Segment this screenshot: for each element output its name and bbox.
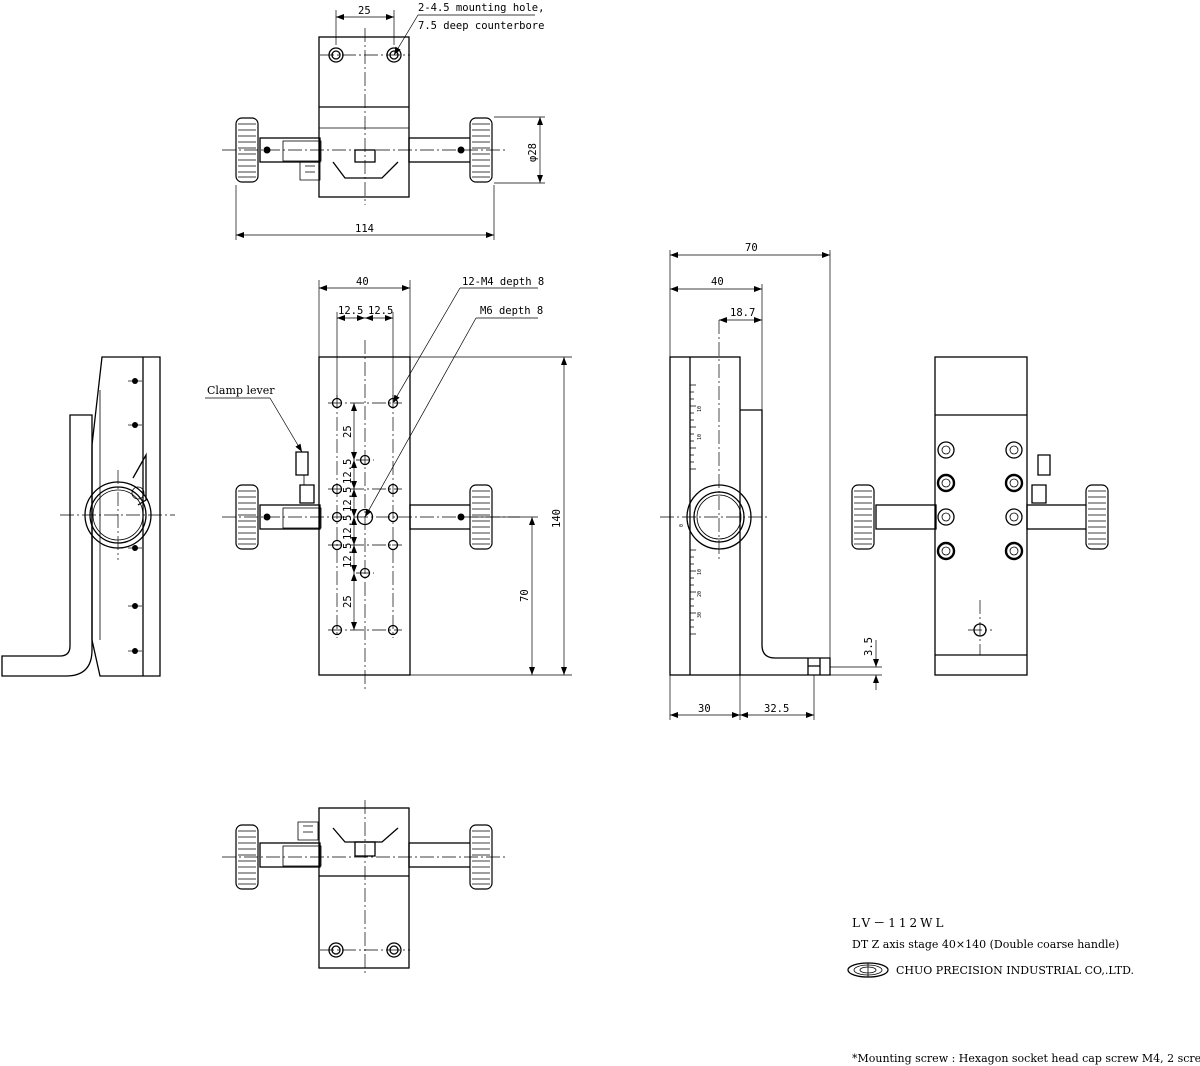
dim-front-140: 140 xyxy=(551,509,563,528)
side-profile-view xyxy=(660,250,882,720)
scale-label: 10 xyxy=(697,569,703,575)
callout-mounting-hole-line2: 7.5 deep counterbore xyxy=(418,20,544,32)
dim-side-30: 30 xyxy=(698,703,711,715)
front-view xyxy=(205,280,572,690)
dim-side-70: 70 xyxy=(745,242,758,254)
dim-side-3-5: 3.5 xyxy=(863,637,875,656)
dim-front-v12-5-b: 12.5 xyxy=(342,487,354,512)
footnote-mounting-screw: *Mounting screw : Hexagon socket head ca… xyxy=(852,1052,1200,1065)
scale-ticks xyxy=(690,384,696,635)
dim-side-40: 40 xyxy=(711,276,724,288)
title-block: LV－112WL DT Z axis stage 40×140 (Double … xyxy=(847,916,1134,978)
scale-label: 30 xyxy=(697,612,703,618)
callout-m4-holes: 12-M4 depth 8 xyxy=(462,276,544,288)
dim-side-32-5: 32.5 xyxy=(764,703,789,715)
scale-label: 10 xyxy=(697,406,703,412)
dim-top-phi28: φ28 xyxy=(527,143,539,162)
model-number: LV－112WL xyxy=(852,916,946,930)
dim-front-12-5-b: 12.5 xyxy=(368,305,393,317)
company-logo-icon xyxy=(847,962,889,978)
bottom-view xyxy=(222,800,508,975)
dim-top-114: 114 xyxy=(355,223,374,235)
scale-label: 20 xyxy=(697,591,703,597)
callout-clamp-lever: Clamp lever xyxy=(207,384,275,397)
dim-front-v25-b: 25 xyxy=(342,595,354,608)
dim-front-v25-a: 25 xyxy=(342,425,354,438)
dim-front-70: 70 xyxy=(519,589,531,602)
rear-view xyxy=(851,356,1109,676)
dim-front-v12-5-a: 12.5 xyxy=(342,459,354,484)
dim-top-25: 25 xyxy=(358,5,371,17)
left-side-view xyxy=(1,356,175,677)
scale-label: 10 xyxy=(697,434,703,440)
scale-label: 0 xyxy=(679,524,685,527)
product-description: DT Z axis stage 40×140 (Double coarse ha… xyxy=(852,938,1119,951)
top-view xyxy=(222,10,545,240)
dim-side-18-7: 18.7 xyxy=(730,307,755,319)
dim-front-v12-5-d: 12.5 xyxy=(342,543,354,568)
dim-front-12-5-a: 12.5 xyxy=(338,305,363,317)
dim-front-v12-5-c: 12.5 xyxy=(342,515,354,540)
company-name: CHUO PRECISION INDUSTRIAL CO,.LTD. xyxy=(896,964,1134,977)
dim-front-40: 40 xyxy=(356,276,369,288)
callout-mounting-hole-line1: 2-4.5 mounting hole, xyxy=(418,2,544,14)
callout-m6-hole: M6 depth 8 xyxy=(480,305,543,317)
